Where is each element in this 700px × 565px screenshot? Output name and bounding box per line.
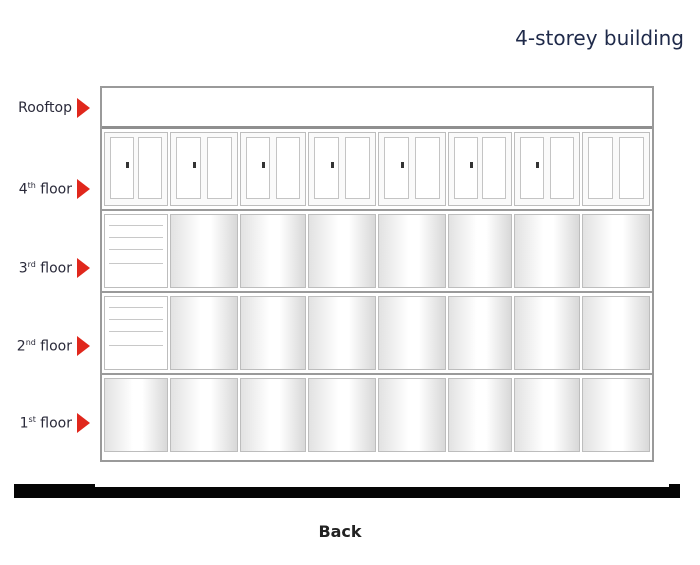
door-handle (331, 162, 335, 168)
bay (240, 214, 306, 288)
bay (378, 296, 446, 370)
bay (514, 132, 580, 206)
floor-row-4th (102, 129, 652, 211)
bay (308, 378, 376, 452)
floor-label-text: 4th floor (18, 180, 72, 198)
bay (308, 132, 376, 206)
door (314, 137, 340, 199)
building-elevation (100, 86, 654, 462)
floor-label-2nd: 2nd floor (8, 334, 90, 358)
floor-label-1st: 1st floor (8, 411, 90, 435)
bay (240, 378, 306, 452)
door (275, 137, 300, 199)
bay (104, 296, 168, 370)
bay (582, 296, 650, 370)
floor-label-text: 3rd floor (18, 259, 72, 277)
bay (170, 132, 238, 206)
door (384, 137, 410, 199)
bay (378, 214, 446, 288)
bay (170, 296, 238, 370)
bay (170, 214, 238, 288)
bay (378, 132, 446, 206)
door (549, 137, 574, 199)
door (206, 137, 232, 199)
floor-label-text: Rooftop (18, 100, 72, 116)
bay (104, 214, 168, 288)
shelf-line (109, 307, 163, 308)
door-handle (125, 162, 129, 168)
bay (240, 132, 306, 206)
bay (378, 378, 446, 452)
bay (308, 296, 376, 370)
door-handle (193, 162, 197, 168)
shelf-line (109, 331, 163, 332)
bay (448, 378, 512, 452)
door (520, 137, 545, 199)
bay (514, 378, 580, 452)
ground-notch (95, 484, 669, 487)
bay (104, 378, 168, 452)
door-handle (536, 162, 540, 168)
door (618, 137, 644, 199)
shelf-line (109, 263, 163, 264)
red-arrow-icon (77, 413, 90, 433)
diagram-title: 4-storey building (515, 26, 684, 50)
door-handle (401, 162, 405, 168)
red-arrow-icon (77, 98, 90, 118)
door (453, 137, 478, 199)
door (482, 137, 507, 199)
rooftop-level (102, 88, 652, 129)
bay (448, 132, 512, 206)
bay (170, 378, 238, 452)
door (246, 137, 271, 199)
door-handle (262, 162, 266, 168)
door-handle (469, 162, 473, 168)
door (414, 137, 440, 199)
door (344, 137, 370, 199)
red-arrow-icon (77, 179, 90, 199)
door (138, 137, 163, 199)
shelf-line (109, 237, 163, 238)
floor-label-rooftop: Rooftop (8, 96, 90, 120)
floor-label-text: 1st floor (19, 414, 72, 432)
bay (582, 132, 650, 206)
door (109, 137, 134, 199)
floor-row-2nd (102, 293, 652, 375)
shelf-line (109, 319, 163, 320)
bay (514, 296, 580, 370)
bay (240, 296, 306, 370)
floor-row-3rd (102, 211, 652, 293)
floor-row-1st (102, 375, 652, 455)
shelf-line (109, 345, 163, 346)
bay (582, 378, 650, 452)
shelf-line (109, 249, 163, 250)
bay (448, 296, 512, 370)
bay (582, 214, 650, 288)
red-arrow-icon (77, 336, 90, 356)
shelf-line (109, 225, 163, 226)
bay (308, 214, 376, 288)
bay (104, 132, 168, 206)
bay (448, 214, 512, 288)
back-label: Back (318, 522, 362, 541)
door (588, 137, 614, 199)
bay (514, 214, 580, 288)
floor-label-4th: 4th floor (8, 177, 90, 201)
door (176, 137, 202, 199)
floor-label-text: 2nd floor (16, 337, 72, 355)
floor-label-3rd: 3rd floor (8, 256, 90, 280)
red-arrow-icon (77, 258, 90, 278)
ground-line (14, 484, 680, 498)
